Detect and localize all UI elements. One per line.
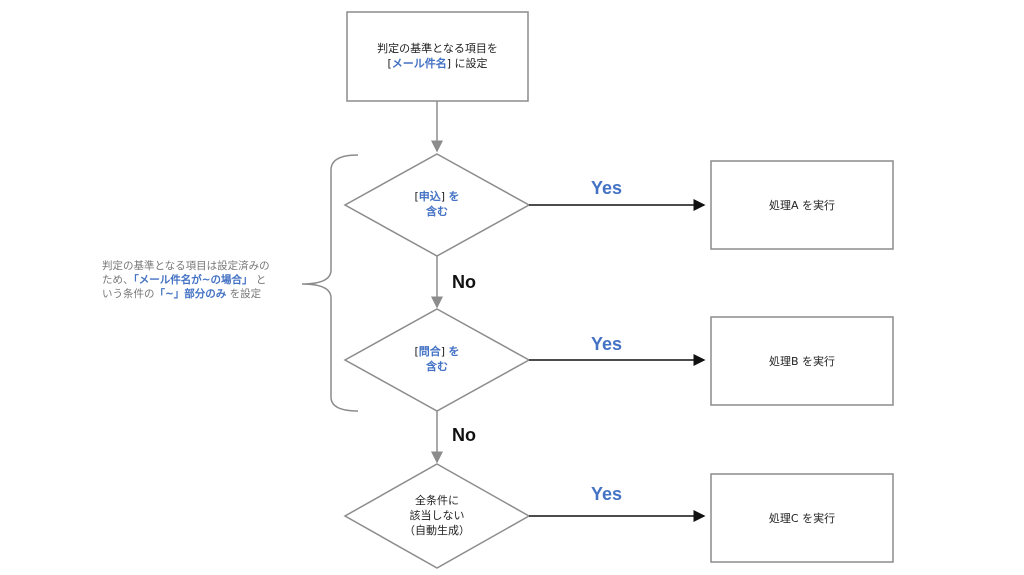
action-box-b xyxy=(710,316,894,406)
decision-1-label: [申込] を 含む xyxy=(377,189,497,219)
note-line3-highlight: 「~」部分のみ xyxy=(154,288,227,300)
decision-2-keyword: 問合 xyxy=(418,345,441,358)
decision-3-line1: 全条件に xyxy=(415,494,459,507)
decision-1-suffix: を xyxy=(448,190,460,203)
action-a-label: 処理A を実行 xyxy=(768,199,836,212)
decision-2-line1: [問合] を xyxy=(414,345,460,358)
decision-2-label: [問合] を 含む xyxy=(377,344,497,374)
decision-2-line2: 含む xyxy=(426,360,448,373)
yes-label-1: Yes xyxy=(591,178,623,198)
start-field: メール件名 xyxy=(391,57,447,70)
no-label-2: No xyxy=(452,425,476,445)
decision-2-suffix: を xyxy=(448,345,460,358)
start-line1: 判定の基準となる項目を xyxy=(377,42,498,55)
decision-1-line2: 含む xyxy=(426,205,448,218)
curly-brace xyxy=(301,154,359,412)
decision-diamond-3 xyxy=(343,463,531,569)
action-box-a xyxy=(710,160,894,250)
decision-diamond-2 xyxy=(343,308,531,412)
action-c-label: 処理C を実行 xyxy=(768,512,836,525)
decision-3-line2: 該当しない xyxy=(409,509,465,522)
note-line2-suffix: と xyxy=(255,274,267,286)
decision-1-keyword: 申込 xyxy=(418,190,441,203)
decision-diamond-1 xyxy=(343,153,531,257)
note-line2-highlight: 「メール件名が~の場合」 xyxy=(133,274,253,286)
note-line1: 判定の基準となる項目は設定済みの xyxy=(102,260,270,272)
note-line2-prefix: ため、 xyxy=(102,274,134,286)
decision-3-line3: （自動生成） xyxy=(404,524,470,537)
decision-1-line1: [申込] を xyxy=(414,190,460,203)
action-box-c xyxy=(710,473,894,563)
side-note: 判定の基準となる項目は設定済みの ため、「メール件名が~の場合」 と いう条件の… xyxy=(102,259,307,301)
note-line3: いう条件の「~」部分のみ を設定 xyxy=(102,287,307,301)
note-line3-suffix: を設定 xyxy=(229,288,262,300)
yes-label-2: Yes xyxy=(591,334,623,354)
decision-3-label: 全条件に 該当しない （自動生成） xyxy=(377,493,497,538)
action-b-label: 処理B を実行 xyxy=(768,355,836,368)
start-line2: [メール件名] に設定 xyxy=(387,57,488,70)
note-line3-prefix: いう条件の xyxy=(102,288,155,300)
start-line2-suffix: に設定 xyxy=(454,57,488,70)
no-label-1: No xyxy=(452,272,476,292)
note-line2: ため、「メール件名が~の場合」 と xyxy=(102,273,307,287)
start-box-label: 判定の基準となる項目を [メール件名] に設定 xyxy=(347,41,528,71)
yes-label-3: Yes xyxy=(591,484,623,504)
start-box xyxy=(346,11,529,102)
